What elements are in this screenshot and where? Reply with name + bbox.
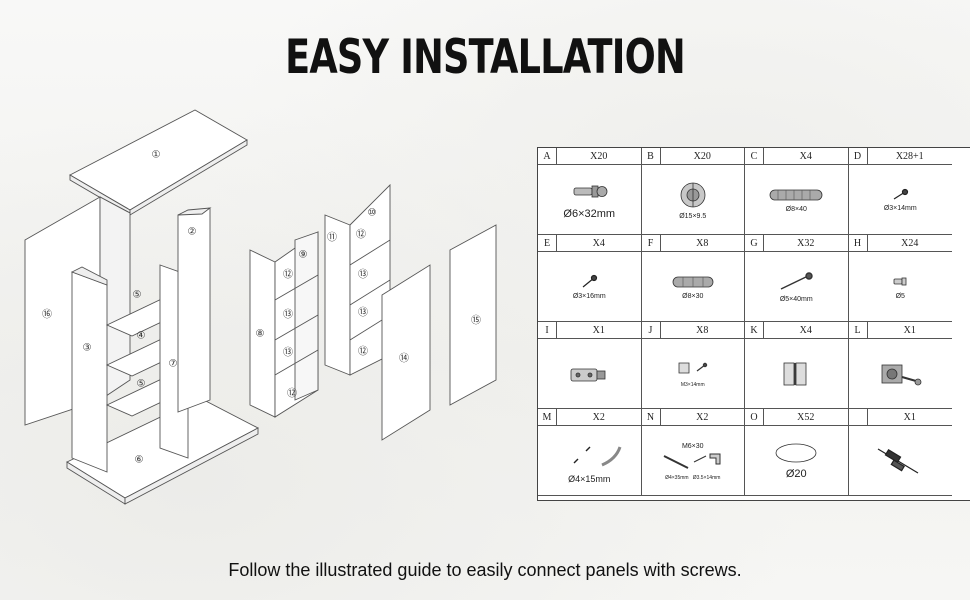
bracket-screw-icon <box>678 362 707 374</box>
svg-text:⑬: ⑬ <box>283 347 293 359</box>
part-header: X1 <box>848 409 952 426</box>
part-e: Ø3×16mm <box>538 252 642 322</box>
lock-key-icon <box>881 364 922 385</box>
cover-cap-icon <box>775 443 817 463</box>
svg-text:④: ④ <box>137 331 146 342</box>
svg-text:⑨: ⑨ <box>299 250 308 261</box>
part-a: Ø6×32mm <box>538 165 642 235</box>
part-f: Ø8×30 <box>641 252 745 322</box>
svg-text:⑫: ⑫ <box>287 388 297 400</box>
part-h: Ø5 <box>848 252 952 322</box>
short-dowel-icon <box>672 276 714 287</box>
wooden-dowel-icon <box>769 189 823 200</box>
cam-bolt-icon <box>573 185 608 198</box>
svg-text:⑮: ⑮ <box>471 315 481 327</box>
screwdriver-icon <box>877 447 919 474</box>
page-title: EASY INSTALLATION <box>285 30 686 85</box>
svg-text:⑦: ⑦ <box>169 359 178 370</box>
long-screw-icon <box>780 271 813 290</box>
part-b: Ø15×9.5 <box>641 165 745 235</box>
svg-text:⑫: ⑫ <box>356 229 366 241</box>
part-i <box>538 339 642 409</box>
part-l <box>848 339 952 409</box>
svg-text:⑪: ⑪ <box>327 232 337 244</box>
svg-text:⑧: ⑧ <box>256 329 265 340</box>
part-o: Ø20 <box>745 426 849 496</box>
part-n: M6×30 Ø4×35mm Ø3.5×14mm <box>641 426 745 496</box>
small-screw-icon <box>893 188 909 200</box>
svg-text:⑫: ⑫ <box>283 269 293 281</box>
wall-anchor-kit-icon <box>663 453 721 469</box>
part-c: Ø8×40 <box>745 165 849 235</box>
svg-text:⑤: ⑤ <box>137 379 146 390</box>
part-tool <box>848 426 952 496</box>
shelf-pin-icon <box>893 277 907 285</box>
door-latch-icon <box>570 368 606 381</box>
assembly-diagram: ① ② ③ ④ ⑤ ⑤ ⑥ ⑦ ⑧ ⑨ ⑩ ⑪ ⑫ ⑬ ⑬ ⑫ ⑫ ⑬ ⑬ ⑫ … <box>20 100 520 510</box>
svg-text:⑯: ⑯ <box>42 309 52 321</box>
svg-text:⑬: ⑬ <box>358 307 368 319</box>
caption: Follow the illustrated guide to easily c… <box>228 560 742 580</box>
svg-text:⑤: ⑤ <box>133 290 142 301</box>
cam-lock-icon <box>680 182 706 207</box>
svg-text:①: ① <box>152 150 161 161</box>
part-m: Ø4×15mm <box>538 426 642 496</box>
svg-text:⑥: ⑥ <box>135 455 144 466</box>
part-j: M3×14mm <box>641 339 745 409</box>
svg-text:③: ③ <box>83 343 92 354</box>
svg-text:⑫: ⑫ <box>358 346 368 358</box>
svg-text:⑩: ⑩ <box>368 208 377 219</box>
part-d: Ø3×14mm <box>848 165 952 235</box>
part-g: Ø5×40mm <box>745 252 849 322</box>
hook-screw-icon <box>573 446 622 467</box>
svg-text:⑭: ⑭ <box>399 353 409 365</box>
part-k <box>745 339 849 409</box>
svg-text:⑬: ⑬ <box>358 269 368 281</box>
hinge-icon <box>783 362 807 385</box>
svg-text:②: ② <box>188 227 197 238</box>
screw-icon <box>582 274 598 287</box>
svg-text:⑬: ⑬ <box>283 309 293 321</box>
